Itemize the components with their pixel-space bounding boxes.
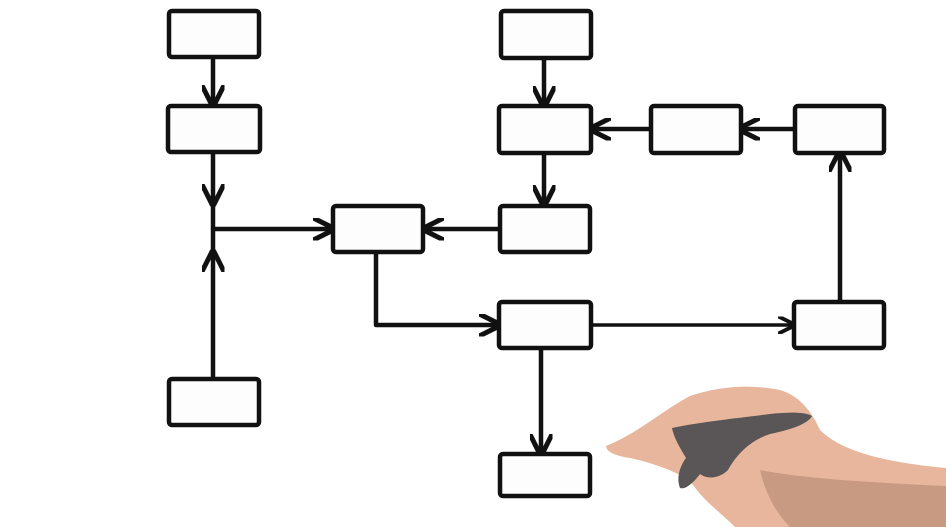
node-n7 bbox=[648, 103, 744, 156]
edges bbox=[213, 55, 840, 453]
nodes bbox=[165, 8, 887, 499]
node-n9 bbox=[497, 203, 593, 255]
node-n10 bbox=[496, 299, 594, 351]
hand-holding-marker-icon bbox=[606, 386, 946, 527]
node-n8 bbox=[792, 103, 887, 156]
node-n5 bbox=[498, 8, 594, 61]
node-n12 bbox=[791, 299, 887, 351]
node-n6 bbox=[496, 103, 594, 156]
hand-shadow bbox=[760, 470, 946, 527]
node-n1 bbox=[166, 8, 262, 60]
edge-n4-n10 bbox=[373, 249, 498, 325]
marker-tip bbox=[606, 440, 640, 452]
node-n2 bbox=[165, 103, 263, 155]
marker-body bbox=[672, 412, 812, 489]
node-n3 bbox=[166, 376, 262, 428]
node-n4 bbox=[330, 203, 426, 255]
node-n11 bbox=[497, 451, 593, 499]
